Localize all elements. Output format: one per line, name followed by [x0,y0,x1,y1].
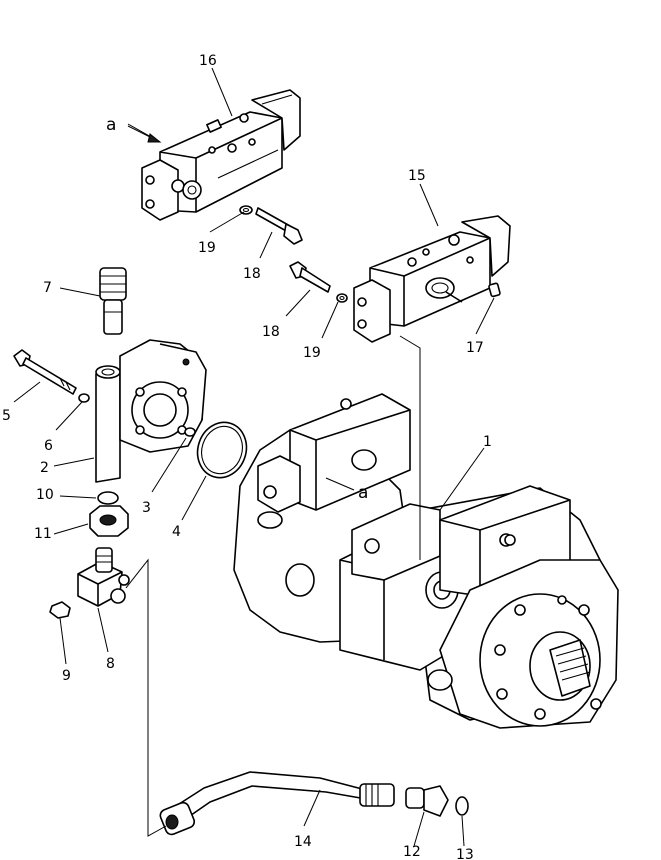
part-1-main-pump [233,393,619,729]
leader-lines [13,67,495,847]
part-18-bolt-upper [255,207,303,245]
callout-18-upper: 18 [243,266,261,282]
callout-2: 2 [40,460,49,476]
callout-9: 9 [62,668,71,684]
ref-arrow-a [127,123,162,143]
part-12-fitting [405,785,449,817]
callout-16: 16 [199,53,217,69]
part-13-oring [455,796,469,816]
callout-18-lower: 18 [262,324,280,340]
callout-12: 12 [403,844,421,860]
callout-10: 10 [36,487,54,503]
callout-19-lower: 19 [303,345,321,361]
callout-8: 8 [106,656,115,672]
part-3-oring [184,427,196,437]
part-19-washer-upper [239,205,253,215]
callout-13: 13 [456,847,474,860]
pilot-line-lower [125,558,167,837]
pilot-line-upper [399,335,421,560]
part-6-washer [78,393,90,403]
callout-4: 4 [172,524,181,540]
part-5-bolt [13,349,77,395]
part-9-plug [49,601,71,619]
callout-14: 14 [294,834,312,850]
callout-6: 6 [44,438,53,454]
part-2-block [95,339,207,483]
part-15-control-valve [353,215,511,343]
ref-label-a-main: a [358,483,368,503]
part-10-ring [97,491,119,505]
callout-3: 3 [142,500,151,516]
part-14-hose [159,771,395,836]
callout-17: 17 [466,340,484,356]
callout-15: 15 [408,168,426,184]
callout-1: 1 [483,434,492,450]
part-19-washer-lower [336,293,348,303]
ref-label-a-top: a [106,115,116,135]
callout-19-upper: 19 [198,240,216,256]
part-17-pin [488,282,501,298]
part-7-valve-cartridge [99,267,127,335]
part-4-oring [196,421,248,479]
callout-11: 11 [34,526,52,542]
part-11-nut [89,505,129,537]
part-18-bolt-lower [289,261,331,293]
callout-7: 7 [43,280,52,296]
part-8-fitting [77,547,130,607]
part-16-control-valve [141,89,301,221]
callout-5: 5 [2,408,11,424]
